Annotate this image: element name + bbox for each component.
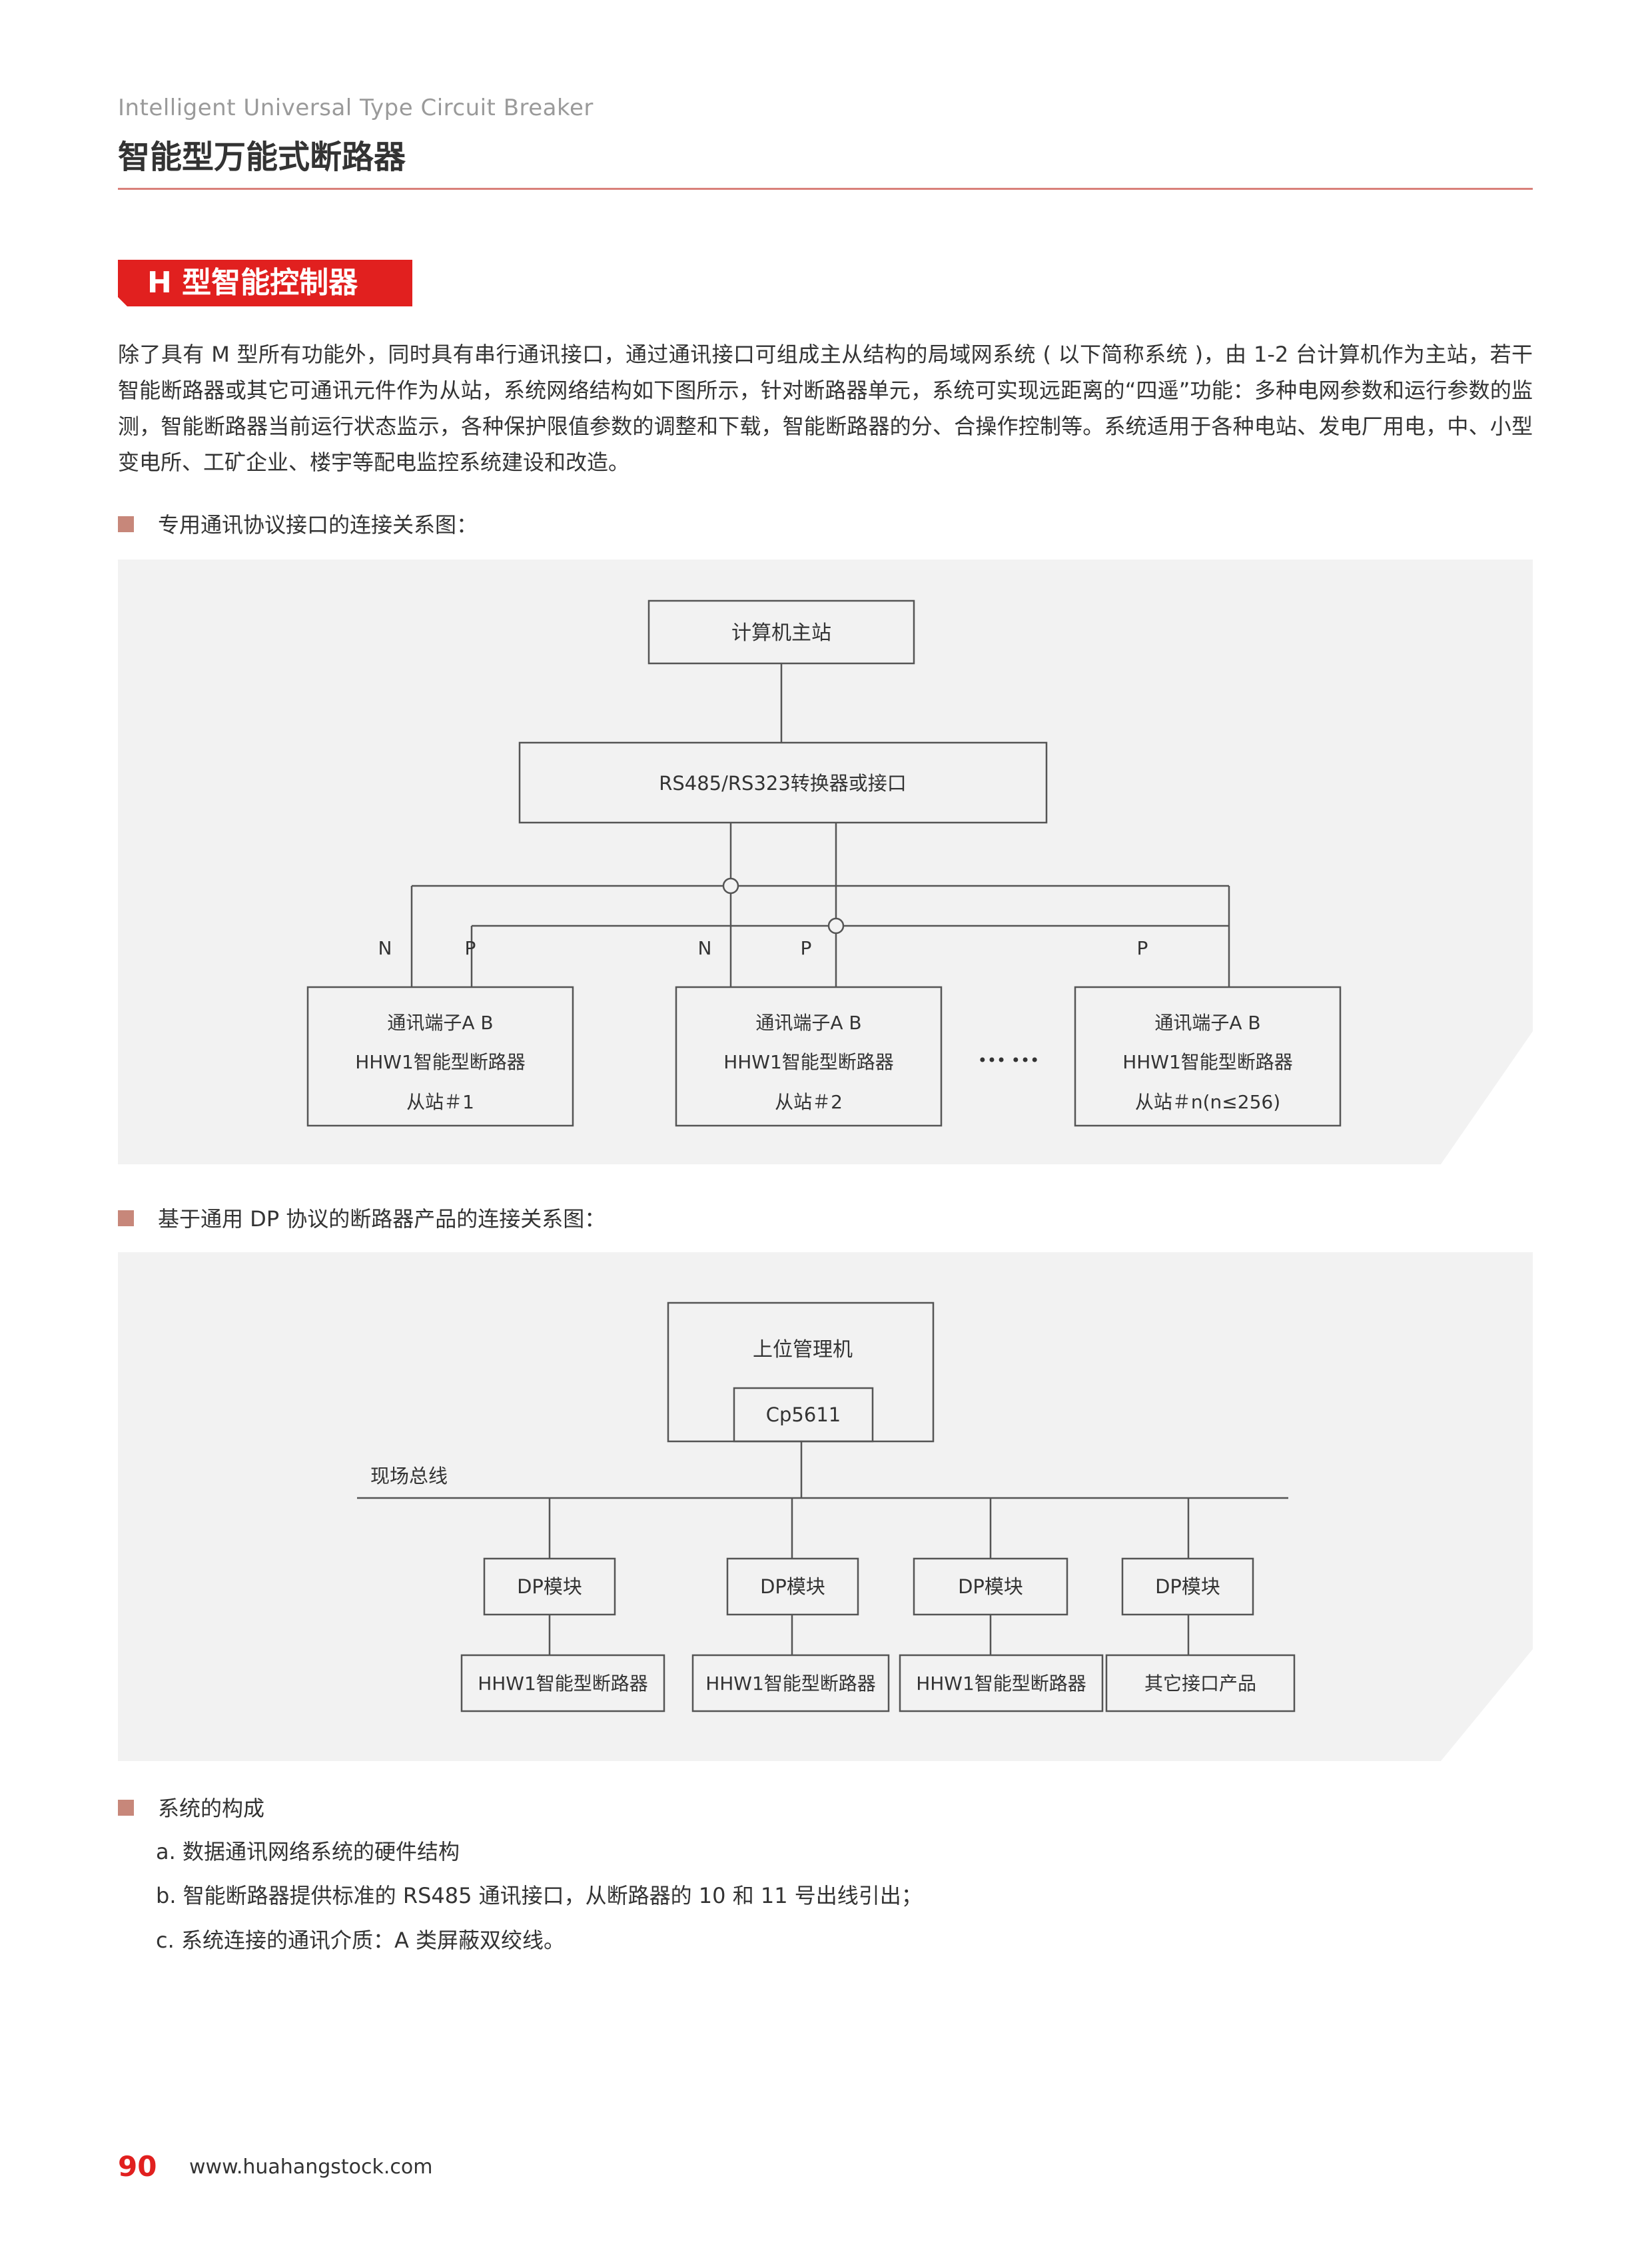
slave2-line2: HHW1智能型断路器 — [723, 1051, 894, 1073]
slave3-line3: 从站＃n(n≤256) — [1135, 1091, 1280, 1113]
card-box — [733, 1387, 874, 1443]
bus-label: 现场总线 — [370, 1465, 448, 1487]
system-item-a: a. 数据通讯网络系统的硬件结构 — [156, 1839, 460, 1864]
bullet-square-icon — [118, 1210, 134, 1226]
page-number: 90 — [118, 2150, 157, 2183]
dp-module-label: DP模块 — [958, 1575, 1023, 1598]
label-n: N — [378, 937, 392, 959]
ellipsis: ••• ••• — [978, 1051, 1040, 1070]
master-label: 计算机主站 — [731, 621, 831, 645]
host-label: 上位管理机 — [753, 1338, 853, 1361]
slave1-line2: HHW1智能型断路器 — [355, 1051, 526, 1073]
diagram1-background — [118, 560, 1533, 1164]
diagram1-heading-text: 专用通讯协议接口的连接关系图： — [158, 512, 478, 538]
label-p: P — [465, 937, 476, 959]
junction-node — [827, 917, 845, 934]
slave1-box — [306, 986, 574, 1127]
other-product-box — [1105, 1654, 1296, 1712]
breaker-label: HHW1智能型断路器 — [916, 1673, 1086, 1694]
diagram1-heading: 专用通讯协议接口的连接关系图： — [118, 512, 478, 538]
breaker-box — [460, 1654, 665, 1712]
slave3-box — [1074, 986, 1342, 1127]
slave1-line3: 从站＃1 — [406, 1091, 474, 1113]
slave3-line1: 通讯端子A B — [1154, 1012, 1260, 1034]
system-item-c: c. 系统连接的通讯介质：A 类屏蔽双绞线。 — [156, 1928, 566, 1953]
converter-box — [518, 741, 1048, 824]
breaker-box — [691, 1654, 890, 1712]
bullet-square-icon — [118, 516, 134, 532]
diagram2-background — [118, 1252, 1533, 1761]
header-divider — [118, 188, 1533, 190]
system-item-b: b. 智能断路器提供标准的 RS485 通讯接口，从断路器的 10 和 11 号… — [156, 1883, 923, 1908]
intro-paragraph: 除了具有 M 型所有功能外，同时具有串行通讯接口，通过通讯接口可组成主从结构的局… — [118, 342, 1533, 475]
system-heading: 系统的构成 — [118, 1795, 264, 1822]
bullet-square-icon — [118, 1800, 134, 1816]
website-link[interactable]: www.huahangstock.com — [189, 2155, 433, 2179]
slave3-line2: HHW1智能型断路器 — [1122, 1051, 1293, 1073]
dp-module-label: DP模块 — [1155, 1575, 1220, 1598]
label-p: P — [801, 937, 812, 959]
system-heading-text: 系统的构成 — [158, 1796, 265, 1821]
breaker-label: HHW1智能型断路器 — [705, 1673, 876, 1694]
dp-module-label: DP模块 — [517, 1575, 582, 1598]
junction-node — [722, 877, 739, 895]
breaker-box — [899, 1654, 1104, 1712]
slave1-line1: 通讯端子A B — [387, 1012, 493, 1034]
dp-module-label: DP模块 — [760, 1575, 825, 1598]
breaker-label: HHW1智能型断路器 — [478, 1673, 648, 1694]
diagram2-heading-text: 基于通用 DP 协议的断路器产品的连接关系图： — [158, 1206, 606, 1232]
diagram2-heading: 基于通用 DP 协议的断路器产品的连接关系图： — [118, 1206, 606, 1232]
label-n: N — [698, 937, 712, 959]
other-product-label: 其它接口产品 — [1144, 1673, 1256, 1694]
slave2-line1: 通讯端子A B — [755, 1012, 861, 1034]
section-tab: H 型智能控制器 — [118, 260, 412, 306]
slave2-box — [675, 986, 943, 1127]
card-label: Cp5611 — [766, 1403, 841, 1426]
header-title-chinese: 智能型万能式断路器 — [118, 139, 406, 176]
slave2-line3: 从站＃2 — [775, 1091, 843, 1113]
label-p: P — [1137, 937, 1148, 959]
converter-label: RS485/RS323转换器或接口 — [659, 772, 907, 795]
header-title-english: Intelligent Universal Type Circuit Break… — [118, 95, 594, 121]
